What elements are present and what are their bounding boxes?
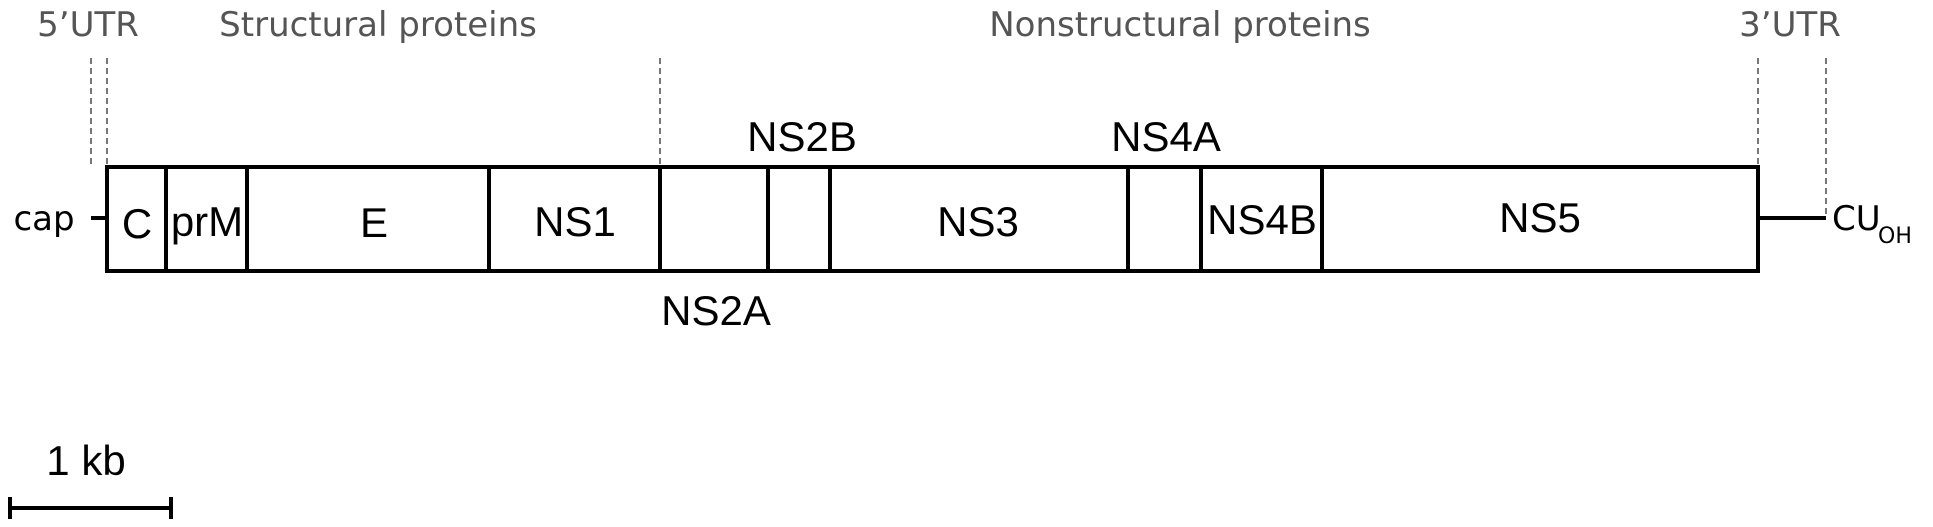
five-prime-cap-label: cap <box>13 199 74 239</box>
segment-ns5-label: NS5 <box>1499 194 1581 241</box>
three-prime-end-label: CU <box>1832 199 1881 239</box>
segment-e-label: E <box>360 199 388 246</box>
segment-ns4b-label: NS4B <box>1207 196 1317 243</box>
region-3utr-label: 3’UTR <box>1739 5 1841 45</box>
segment-ns3-label: NS3 <box>937 198 1019 245</box>
polyprotein-box <box>105 165 1760 273</box>
region-nonstructural-label: Nonstructural proteins <box>989 5 1371 45</box>
region-structural-label: Structural proteins <box>219 5 537 45</box>
three-prime-end-subscript: OH <box>1878 224 1912 249</box>
segment-ns4a-label: NS4A <box>1111 113 1221 160</box>
segment-c-label: C <box>122 200 152 247</box>
scale-bar-label: 1 kb <box>46 437 125 484</box>
segment-ns1-label: NS1 <box>534 198 616 245</box>
segment-ns2b-label: NS2B <box>747 113 857 160</box>
region-5utr-label: 5’UTR <box>37 5 139 45</box>
segment-ns2a-label: NS2A <box>661 287 771 334</box>
segment-prm-label: prM <box>171 198 243 245</box>
